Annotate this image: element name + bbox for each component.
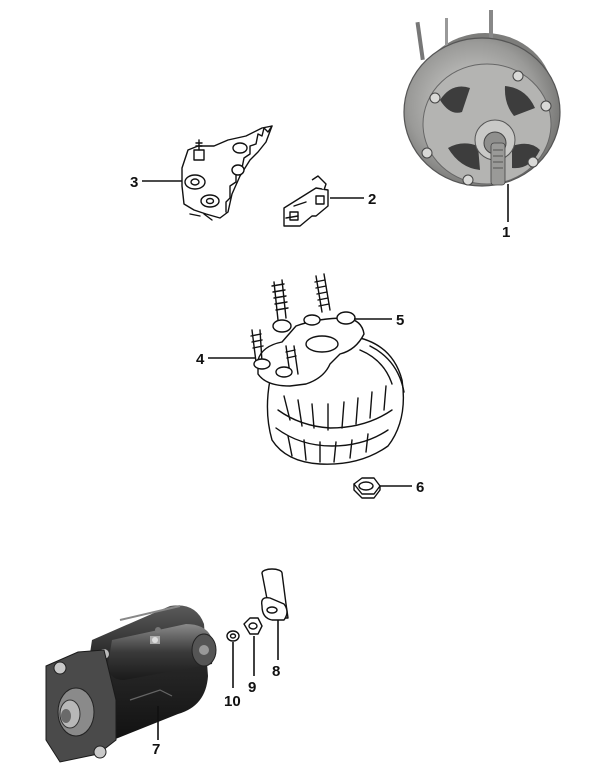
pipe-bracket-part xyxy=(260,568,289,621)
washer-nut-part xyxy=(243,617,263,635)
callout-lock-washer: 10 xyxy=(224,642,241,710)
stud-short-group xyxy=(250,314,321,378)
callout-number: 9 xyxy=(248,679,256,696)
callout-number: 1 xyxy=(502,224,510,241)
rectifier-plate-part xyxy=(181,125,273,221)
callout-number: 2 xyxy=(368,191,376,208)
callout-number: 4 xyxy=(196,351,205,368)
stator-housing-part xyxy=(250,273,405,465)
nut-part xyxy=(353,477,381,499)
callout-number: 10 xyxy=(224,693,241,710)
stud-long-2 xyxy=(314,273,356,325)
callout-pipe-bracket: 8 xyxy=(272,620,280,680)
callout-number: 3 xyxy=(130,174,138,191)
callout-rectifier-plate: 3 xyxy=(130,174,182,191)
callout-number: 8 xyxy=(272,663,280,680)
callout-alternator: 1 xyxy=(502,184,510,241)
lock-washer-part xyxy=(226,630,240,642)
callout-number: 7 xyxy=(152,741,160,758)
callout-regulator: 2 xyxy=(330,191,376,208)
regulator-part xyxy=(283,175,329,227)
callout-number: 5 xyxy=(396,312,404,329)
callout-stator-stud-5: 5 xyxy=(354,312,404,329)
callout-starter-motor: 7 xyxy=(152,706,160,758)
callout-washer-nut: 9 xyxy=(248,636,256,696)
callout-nut: 6 xyxy=(380,479,424,496)
starter-motor-part xyxy=(45,605,217,763)
callout-stator-stud-4: 4 xyxy=(196,351,256,368)
alternator-part xyxy=(403,10,561,187)
stud-long-1 xyxy=(271,279,292,333)
callout-number: 6 xyxy=(416,479,424,496)
